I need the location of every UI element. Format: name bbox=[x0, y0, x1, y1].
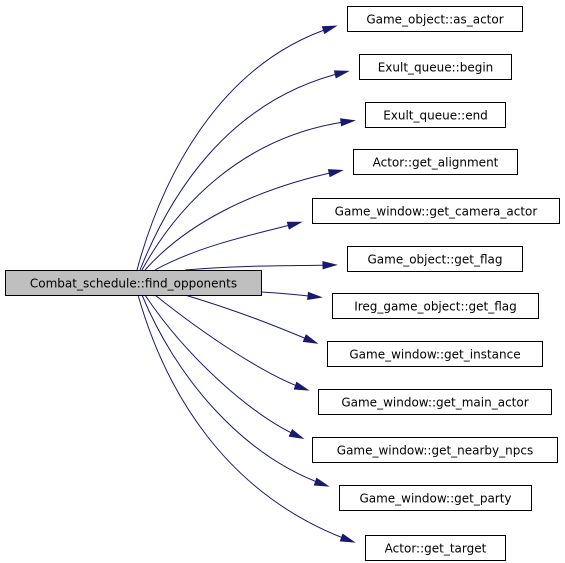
node-box bbox=[312, 437, 558, 463]
node-box bbox=[365, 535, 506, 561]
target-node[interactable]: Game_window::get_instance bbox=[327, 341, 543, 367]
arrowhead-icon bbox=[307, 291, 323, 300]
target-node[interactable]: Game_window::get_nearby_npcs bbox=[312, 437, 558, 463]
source-node[interactable]: Combat_schedule::find_opponents bbox=[5, 270, 262, 296]
arrowhead-icon bbox=[302, 334, 319, 344]
call-edge bbox=[184, 264, 334, 271]
call-edges bbox=[136, 25, 356, 543]
call-edge bbox=[154, 294, 306, 390]
node-box bbox=[359, 54, 512, 80]
node-box bbox=[347, 6, 523, 32]
node-box bbox=[365, 102, 506, 128]
node-label: Exult_queue::begin bbox=[378, 61, 494, 75]
node-box bbox=[332, 293, 539, 319]
node-label: Combat_schedule::find_opponents bbox=[30, 277, 237, 291]
target-node[interactable]: Game_window::get_camera_actor bbox=[312, 198, 560, 224]
target-node[interactable]: Ireg_game_object::get_flag bbox=[332, 293, 539, 319]
node-label: Game_window::get_camera_actor bbox=[335, 205, 538, 219]
node-box bbox=[347, 246, 523, 272]
call-edge bbox=[136, 26, 334, 271]
call-edge bbox=[184, 294, 315, 343]
target-node[interactable]: Actor::get_target bbox=[365, 535, 506, 561]
arrowhead-icon bbox=[327, 169, 344, 178]
arrowhead-icon bbox=[339, 533, 356, 543]
call-edge bbox=[137, 294, 352, 542]
node-label: Ireg_game_object::get_flag bbox=[354, 300, 517, 314]
node-label: Actor::get_target bbox=[385, 542, 487, 556]
call-edge bbox=[144, 294, 301, 438]
call-edge bbox=[154, 222, 299, 271]
node-box bbox=[353, 149, 518, 175]
node-label: Actor::get_alignment bbox=[373, 156, 499, 170]
node-box bbox=[339, 485, 532, 511]
node-label: Game_window::get_instance bbox=[349, 348, 520, 362]
node-label: Exult_queue::end bbox=[383, 109, 488, 123]
call-edge bbox=[144, 170, 340, 271]
node-label: Game_window::get_nearby_npcs bbox=[337, 444, 533, 458]
arrowhead-icon bbox=[313, 477, 330, 487]
graph-nodes: Combat_schedule::find_opponents Game_obje… bbox=[5, 6, 560, 561]
arrowhead-icon bbox=[333, 70, 350, 79]
node-box bbox=[318, 389, 552, 415]
node-label: Game_object::get_flag bbox=[367, 253, 502, 267]
arrowhead-icon bbox=[321, 25, 338, 35]
call-edge bbox=[141, 120, 352, 271]
node-box bbox=[327, 341, 543, 367]
node-label: Game_window::get_main_actor bbox=[341, 396, 528, 410]
target-node[interactable]: Exult_queue::begin bbox=[359, 54, 512, 80]
target-node[interactable]: Game_window::get_main_actor bbox=[318, 389, 552, 415]
node-box bbox=[5, 270, 262, 296]
node-label: Game_window::get_party bbox=[359, 492, 511, 506]
arrowhead-icon bbox=[288, 429, 305, 439]
target-node[interactable]: Game_window::get_party bbox=[339, 485, 532, 511]
target-node[interactable]: Actor::get_alignment bbox=[353, 149, 518, 175]
arrowhead-icon bbox=[322, 261, 338, 270]
call-edge bbox=[141, 294, 326, 486]
target-node[interactable]: Exult_queue::end bbox=[365, 102, 506, 128]
arrowhead-icon bbox=[293, 381, 310, 391]
node-label: Game_object::as_actor bbox=[366, 13, 503, 27]
node-box bbox=[312, 198, 560, 224]
arrowhead-icon bbox=[340, 118, 356, 127]
arrowhead-icon bbox=[286, 221, 303, 230]
target-node[interactable]: Game_object::get_flag bbox=[347, 246, 523, 272]
call-edge bbox=[139, 71, 346, 271]
target-node[interactable]: Game_object::as_actor bbox=[347, 6, 523, 32]
